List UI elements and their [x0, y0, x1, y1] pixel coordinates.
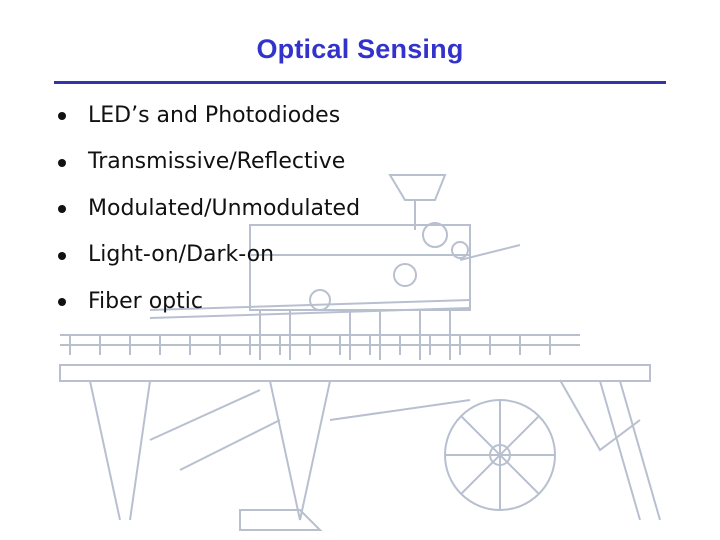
bullet-text: Transmissive/Reflective — [88, 149, 346, 175]
bullet-text: LED’s and Photodiodes — [88, 102, 341, 128]
bullet-item: Transmissive/Reflective — [58, 139, 360, 186]
bullet-item: Light-on/Dark-on — [58, 232, 360, 279]
bullet-text: Fiber optic — [88, 288, 203, 314]
bullet-text: Light-on/Dark-on — [88, 242, 275, 268]
bullet-item: Fiber optic — [58, 278, 360, 325]
bullet-text: Modulated/Unmodulated — [88, 195, 361, 221]
slide-title: Optical Sensing — [256, 34, 464, 64]
bullet-dot-icon — [58, 205, 66, 214]
bullet-list: LED’s and Photodiodes Transmissive/Refle… — [58, 92, 360, 325]
bullet-item: LED’s and Photodiodes — [58, 92, 360, 139]
bullet-dot-icon — [58, 158, 66, 167]
bullet-dot-icon — [58, 112, 66, 121]
bullet-item: Modulated/Unmodulated — [58, 185, 360, 232]
title-underline — [54, 81, 666, 84]
bullet-dot-icon — [58, 298, 66, 307]
bullet-dot-icon — [58, 251, 66, 260]
